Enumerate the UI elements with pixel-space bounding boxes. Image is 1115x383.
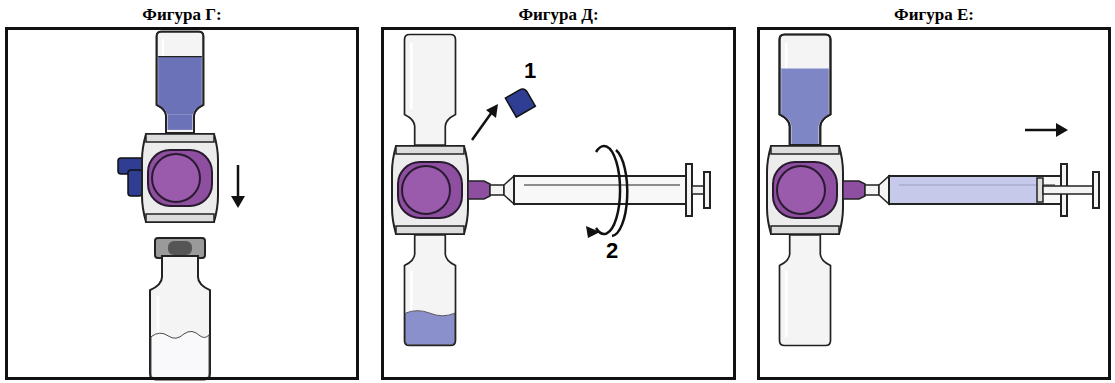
figure-panel: Фигура Е:: [757, 27, 1111, 380]
figure-panel: Фигура Г:: [5, 27, 359, 380]
figure-title: Фигура Д:: [384, 5, 733, 25]
figure-panel: Фигура Д:: [381, 27, 736, 380]
callout-number: 2: [606, 240, 618, 262]
callout-number: 1: [524, 60, 536, 82]
figure-title: Фигура Е:: [760, 5, 1108, 25]
figure-title: Фигура Г:: [8, 5, 356, 25]
